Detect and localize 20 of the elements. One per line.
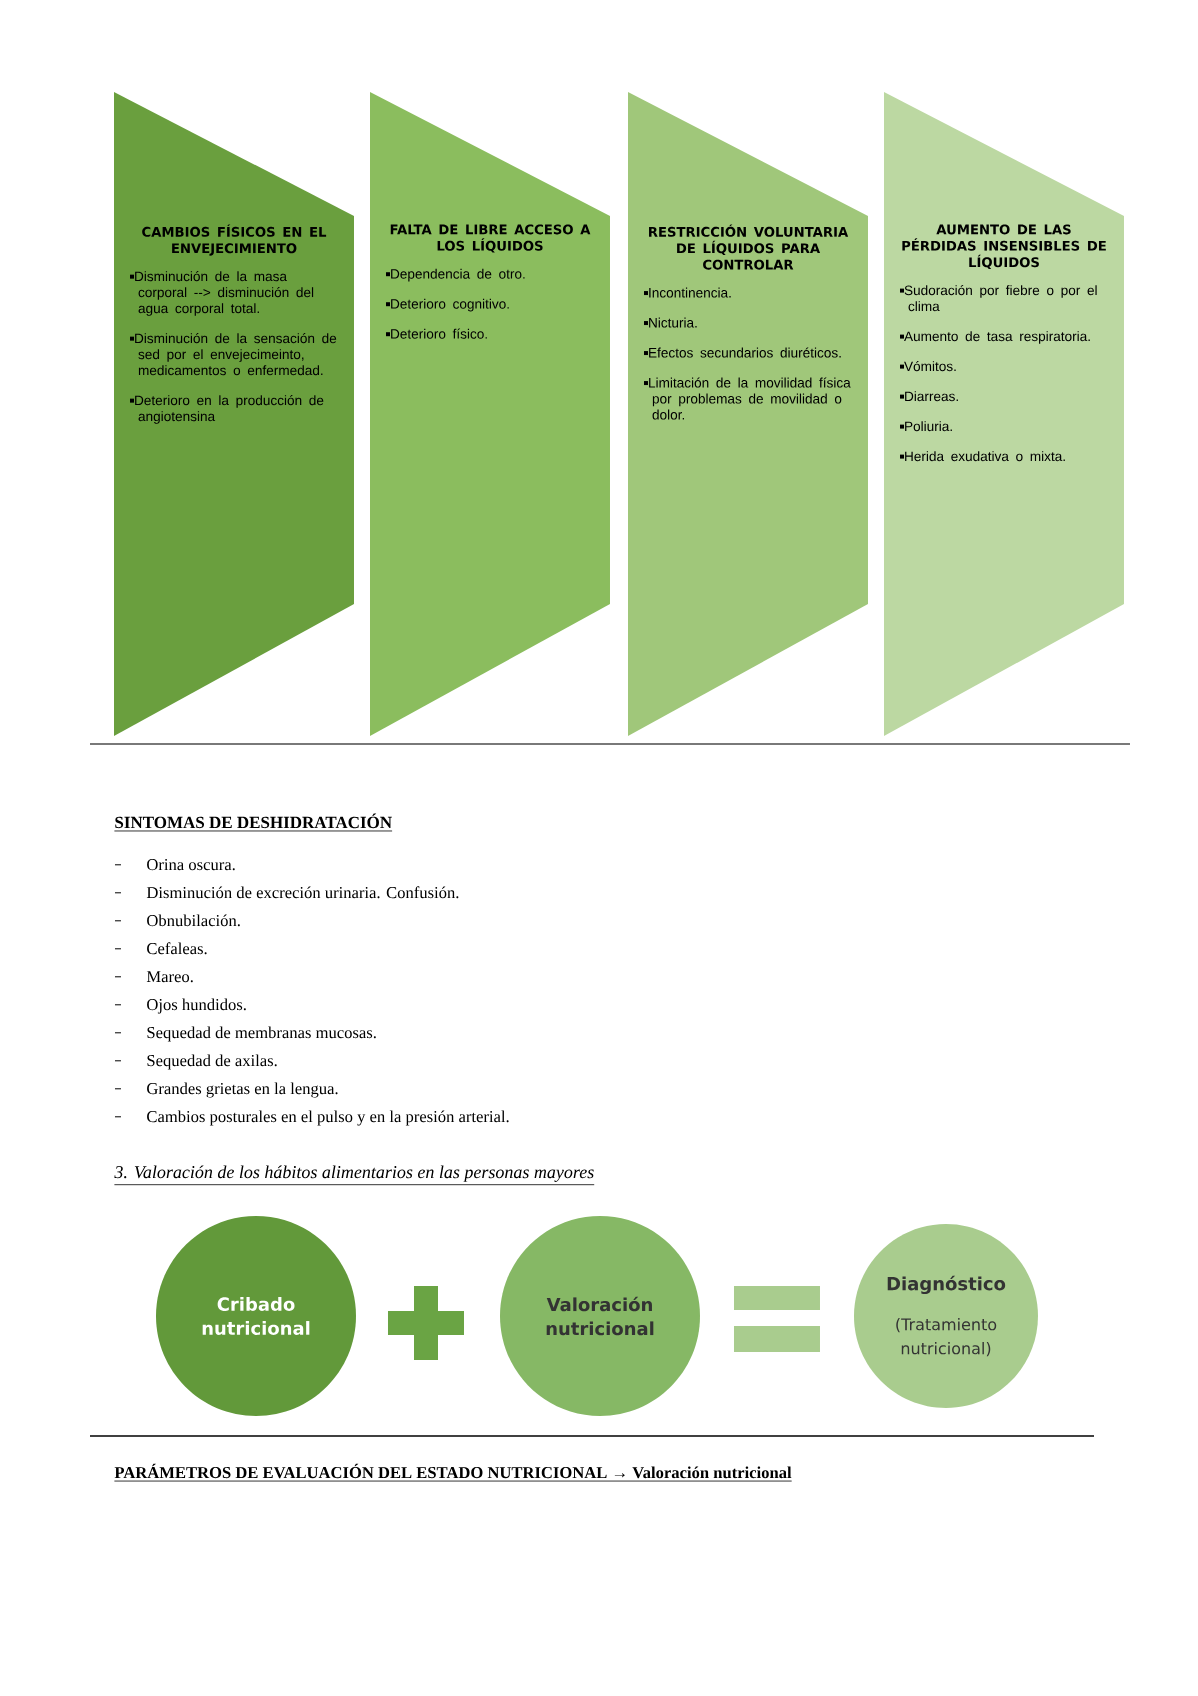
section-heading: 3. Valoración de los hábitos alimentarios en las personas mayores	[114, 1165, 595, 1186]
circle-node: Diagnóstico (Tratamiento nutricional)	[854, 1224, 1038, 1408]
circle-node: Cribado nutricional	[156, 1216, 356, 1416]
section-heading: SINTOMAS DE DESHIDRATACIÓN	[114, 813, 393, 832]
list-item: Orina oscura.	[147, 859, 235, 871]
circle-node: Valoración nutricional	[500, 1216, 700, 1416]
list-item: Disminución de excreción urinaria. Confusión.	[146, 886, 459, 899]
chevron-box	[884, 92, 1124, 736]
list-item: Mareo.	[146, 971, 193, 983]
list-item: Cefaleas.	[147, 942, 207, 955]
chevron-box	[370, 92, 610, 736]
chevron-box	[114, 92, 354, 736]
list-item: Cambios posturales en el pulso y en la presión arterial.	[147, 1110, 509, 1126]
list-item: Sequedad de membranas mucosas.	[147, 1026, 376, 1042]
section-heading: PARÁMETROS DE EVALUACIÓN DEL ESTADO NUTRICIONAL → Valoración nutricional	[114, 1463, 793, 1482]
list-item: Ojos hundidos.	[147, 998, 246, 1014]
list-item: Grandes grietas en la lengua.	[147, 1082, 338, 1098]
chevron-box	[628, 92, 868, 736]
list-item: Sequedad de axilas.	[147, 1054, 277, 1070]
list-item: Obnubilación.	[147, 914, 240, 927]
